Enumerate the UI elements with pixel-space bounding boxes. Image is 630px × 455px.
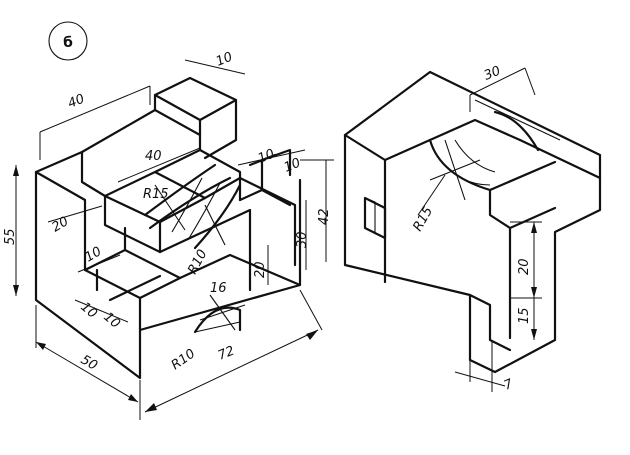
dim-label-2: 10 [214, 50, 235, 70]
dim-label-12: R10 [185, 247, 210, 277]
figure-number: б [63, 35, 73, 51]
rdim-label-2: R15 [410, 204, 436, 234]
dim-label-17: R10 [169, 346, 199, 373]
rdim-label-3: 20 [517, 258, 532, 275]
dim-label-1: 40 [66, 92, 87, 112]
right-isometric-view [343, 70, 602, 374]
dim-label-14: 16 [210, 281, 227, 296]
rdim-label-4: 15 [517, 307, 532, 324]
left-view-dimensions: 40 10 40 10 10 55 42 30 R15 20 10 R10 [3, 50, 334, 420]
dim-label-5: 10 [282, 156, 303, 176]
dim-label-4: 10 [256, 147, 277, 167]
dim-label-10: 20 [50, 214, 72, 235]
dim-label-16: 10 [100, 310, 122, 332]
dim-label-6: 55 [3, 228, 18, 245]
dim-label-19: 50 [78, 352, 100, 373]
rdim-label-1: 30 [482, 64, 503, 84]
dim-label-7: 42 [317, 208, 332, 225]
left-isometric-view [34, 76, 302, 380]
rdim-label-5: 7 [502, 376, 516, 393]
right-view-dimensions: 30 R15 20 15 7 [410, 64, 542, 394]
dim-label-3: 40 [145, 149, 162, 164]
dim-label-11: 10 [83, 244, 105, 265]
figure-number-badge: б [48, 21, 88, 61]
dim-label-8: 30 [295, 231, 310, 248]
dim-label-18: 72 [216, 344, 237, 364]
dim-label-13: 20 [253, 261, 268, 278]
dim-label-9: R15 [143, 187, 169, 202]
